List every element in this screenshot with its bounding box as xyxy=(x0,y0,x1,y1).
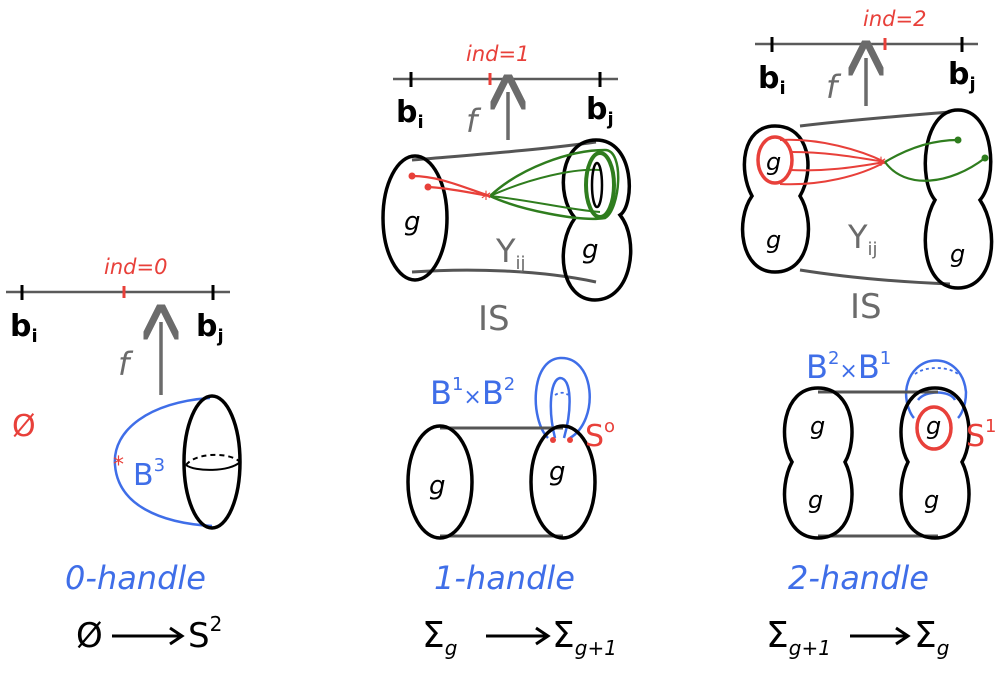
svg-text:g: g xyxy=(766,226,781,254)
map-2: Σg+1 Σg xyxy=(766,615,949,660)
map-1: Σg Σg+1 xyxy=(422,615,617,660)
level-bi-0: bi xyxy=(10,309,38,347)
sphere-disk xyxy=(182,394,242,530)
level-bj-1: bj xyxy=(586,92,614,130)
product-label-2: B2×B1 xyxy=(806,348,891,386)
index-label-2: ind=2 xyxy=(863,7,926,31)
timeline-1 xyxy=(393,72,618,87)
handle-label-1: 1-handle xyxy=(434,559,575,597)
svg-text:g: g xyxy=(404,207,421,237)
sphere-label-2: S1 xyxy=(966,416,997,454)
map-0: Ø S2 xyxy=(76,612,222,656)
svg-text:Σg+1: Σg+1 xyxy=(552,615,617,660)
svg-text:*: * xyxy=(876,153,886,177)
svg-text:g: g xyxy=(810,412,825,440)
attaching-handle-1 xyxy=(534,356,591,440)
panel-0-handle: ind=0 bi bj f Ø * B3 0-handle Ø S2 xyxy=(6,255,242,656)
level-bi-2: bi xyxy=(758,61,786,99)
congruence-1: IS xyxy=(478,299,510,339)
svg-text:g: g xyxy=(766,148,781,176)
level-bi-1: bi xyxy=(396,95,424,133)
panel-1-handle: ind=1 bi bj f g g * Yij IS B1 xyxy=(381,42,633,660)
svg-text:g: g xyxy=(924,486,939,514)
morse-f-0: f xyxy=(118,345,134,383)
svg-text:Σg: Σg xyxy=(914,615,949,660)
congruence-2: IS xyxy=(850,287,882,327)
svg-text:Σg+1: Σg+1 xyxy=(766,615,831,660)
product-label-1: B1×B2 xyxy=(430,374,515,412)
morse-f-2: f xyxy=(826,68,842,106)
cobordism-label-2: Yij xyxy=(847,218,878,260)
empty-set-0: Ø xyxy=(12,409,36,444)
cobordism-2: g g g * Yij xyxy=(740,108,994,290)
svg-text:g: g xyxy=(926,412,941,440)
level-bj-2: bj xyxy=(948,57,976,95)
svg-text:g: g xyxy=(582,235,599,265)
surface-pair-2: g g g g xyxy=(782,386,971,540)
ball-boundary xyxy=(113,396,213,528)
surface-pair-1: g g xyxy=(406,424,597,540)
morse-f-1: f xyxy=(466,102,482,140)
svg-text:S2: S2 xyxy=(188,612,222,656)
svg-text:g: g xyxy=(549,457,566,487)
handle-label-2: 2-handle xyxy=(788,559,929,597)
svg-text:g: g xyxy=(950,240,965,268)
svg-text:*: * xyxy=(481,187,491,211)
index-label-1: ind=1 xyxy=(466,42,529,66)
svg-text:g: g xyxy=(429,471,446,501)
cobordism-1: g g * Yij xyxy=(381,138,633,302)
panel-2-handle: ind=2 bi bj f g g g * Yij xyxy=(740,7,997,660)
svg-text:g: g xyxy=(808,486,823,514)
level-bj-0: bj xyxy=(196,309,224,347)
svg-text:Σg: Σg xyxy=(422,615,457,660)
cobordism-label-1: Yij xyxy=(495,232,526,274)
index-label-0: ind=0 xyxy=(104,255,167,279)
sphere-label-1: So xyxy=(585,416,615,454)
svg-text:Ø: Ø xyxy=(76,616,103,656)
timeline-2 xyxy=(755,37,978,52)
ball-label: B3 xyxy=(133,455,165,493)
timeline-0 xyxy=(6,285,230,300)
critical-point-0: * xyxy=(113,453,124,478)
handle-label-0: 0-handle xyxy=(65,559,206,597)
